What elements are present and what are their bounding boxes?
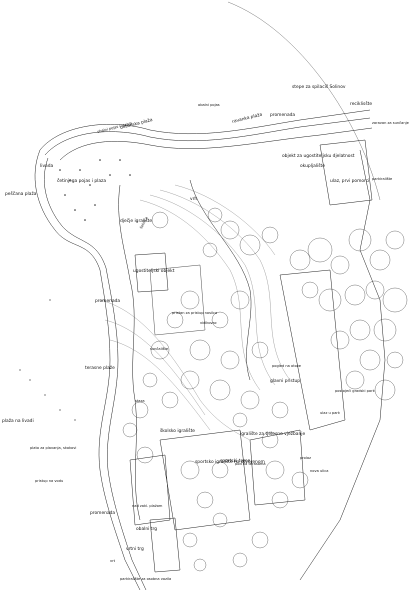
label-i: livada [40,164,54,169]
label-w: vidikovac [200,321,217,325]
label-k: peščana plaža [5,192,37,197]
label-r: promenada [95,299,121,304]
label-ad: plato za plavanja, skokovi [30,446,77,450]
label-h: zaravan za sunčanje [372,121,409,125]
label-ag: prolaz [300,456,311,460]
label-o: ugostiteljski objekt [133,269,175,274]
label-b: stepe za spilaciš Solinov [292,85,346,90]
label-ae: sportski teren [220,459,251,464]
label-aj: sportsko igralište na otvorenom [195,460,265,465]
label-q: parkiralište [372,177,393,181]
label-u: terasne plaže [85,366,115,371]
label-v: sunčalište [150,347,169,351]
label-aa: plaža na livadi [2,419,34,424]
label-af: ulaz u park [320,411,340,415]
label-x: pristan za pristup nosilca [172,311,218,315]
label-ak: nad zakl. plažom [132,504,163,508]
label-n: okupljalište [300,164,325,169]
label-al: pristup na vodu [35,479,64,483]
label-ar: nova ulica [310,469,329,473]
label-ai: staza [135,399,145,403]
label-as: postojeći gradski park [335,389,375,393]
label-am: promenada [90,511,116,516]
label-g: reciklisšte [350,102,373,107]
label-aq: parkiralište za osobna vozila [120,577,172,581]
label-ab: školsko igralište [160,429,195,434]
label-ac: igralište za tjelesno vježbanje [240,432,306,437]
label-m: vrh [190,197,198,202]
label-y: pogled na otoke [272,364,301,368]
label-z: glavni pristup [270,379,301,384]
label-l: četinjega pojas i plaza [57,179,107,184]
label-ah: pod na terasama [235,462,266,466]
label-ao: vrtni trg [126,547,144,552]
label-t: dječje igralište [120,219,153,224]
label-p: ulaz, prvi pomorci [330,179,370,184]
label-ap: vrt [110,559,116,563]
label-an: obalni trg [136,527,158,532]
label-j: objekt za ugostiteljsku djelatnost [282,154,355,159]
label-a: obalni pojas [198,103,220,107]
label-e: promenada [270,113,296,118]
